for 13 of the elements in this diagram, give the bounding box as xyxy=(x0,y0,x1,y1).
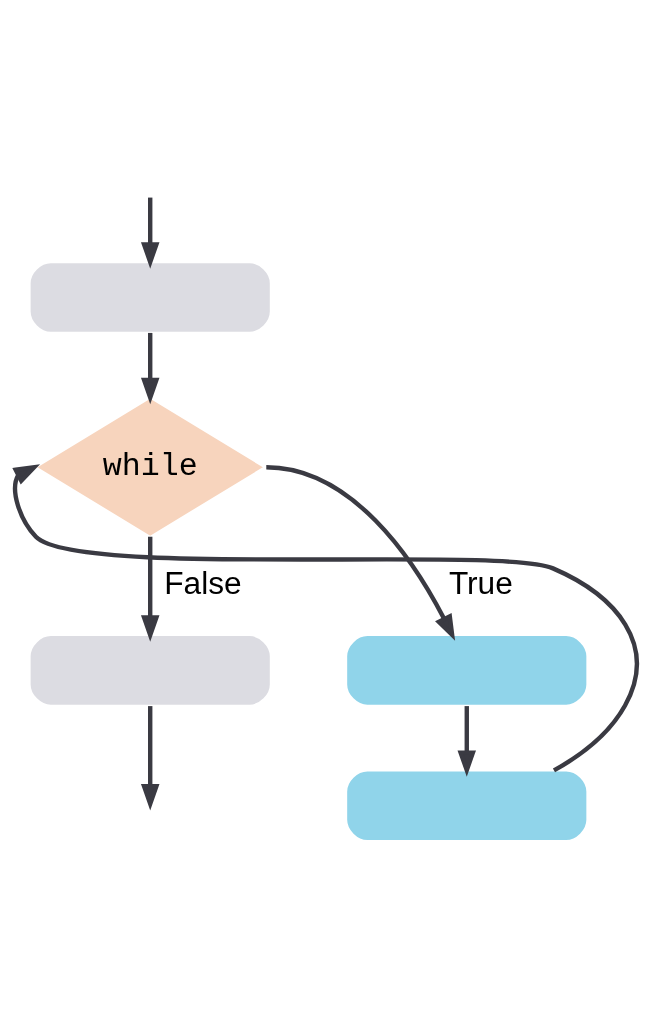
node-box xyxy=(28,261,272,334)
arrow xyxy=(140,705,160,811)
node-box xyxy=(345,633,589,706)
arrow xyxy=(12,463,639,772)
node-box xyxy=(345,769,589,842)
arrow xyxy=(140,332,160,404)
edge-label: True xyxy=(448,564,513,601)
arrow xyxy=(140,197,160,269)
arrow xyxy=(140,536,160,642)
arrow xyxy=(266,464,456,641)
edge-label: False xyxy=(164,564,242,601)
node-box xyxy=(28,633,272,706)
arrow xyxy=(457,705,477,777)
